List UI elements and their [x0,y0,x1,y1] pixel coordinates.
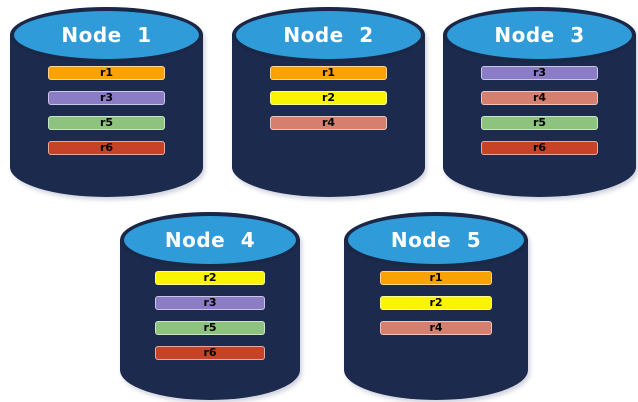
replica-bar-r3: r3 [155,296,265,310]
node-title: Node 5 [390,228,482,252]
cylinder-top: Node 4 [120,212,300,268]
replica-list: r1 r2 r4 [232,66,425,130]
cylinder-top: Node 5 [344,212,528,268]
replica-bar-r6: r6 [155,346,265,360]
replica-bar-r1: r1 [379,271,493,285]
replica-bar-r6: r6 [480,141,599,155]
replica-bar-r4: r4 [269,116,388,130]
replica-list: r1 r3 r5 r6 [10,66,203,155]
node-cylinder-5: Node 5 r1 r2 r4 [344,212,528,400]
replica-bar-r1: r1 [47,66,166,80]
replica-list: r2 r3 r5 r6 [120,271,300,360]
node-cylinder-2: Node 2 r1 r2 r4 [232,7,425,197]
replica-list: r1 r2 r4 [344,271,528,335]
node-cylinder-3: Node 3 r3 r4 r5 r6 [443,7,636,197]
node-cylinder-4: Node 4 r2 r3 r5 r6 [120,212,300,400]
replica-bar-r2: r2 [155,271,265,285]
node-cylinder-1: Node 1 r1 r3 r5 r6 [10,7,203,197]
node-title: Node 4 [164,228,256,252]
replica-bar-r5: r5 [47,116,166,130]
replica-bar-r2: r2 [379,296,493,310]
replica-bar-r4: r4 [480,91,599,105]
cylinder-top: Node 1 [10,7,203,63]
node-title: Node 1 [61,23,152,47]
cylinder-top: Node 2 [232,7,425,63]
replica-bar-r3: r3 [47,91,166,105]
replica-bar-r5: r5 [480,116,599,130]
replica-bar-r3: r3 [480,66,599,80]
cylinder-top: Node 3 [443,7,636,63]
node-title: Node 3 [494,23,585,47]
replica-bar-r5: r5 [155,321,265,335]
replica-bar-r4: r4 [379,321,493,335]
replica-list: r3 r4 r5 r6 [443,66,636,155]
node-title: Node 2 [283,23,374,47]
replica-bar-r1: r1 [269,66,388,80]
replica-bar-r2: r2 [269,91,388,105]
replica-bar-r6: r6 [47,141,166,155]
